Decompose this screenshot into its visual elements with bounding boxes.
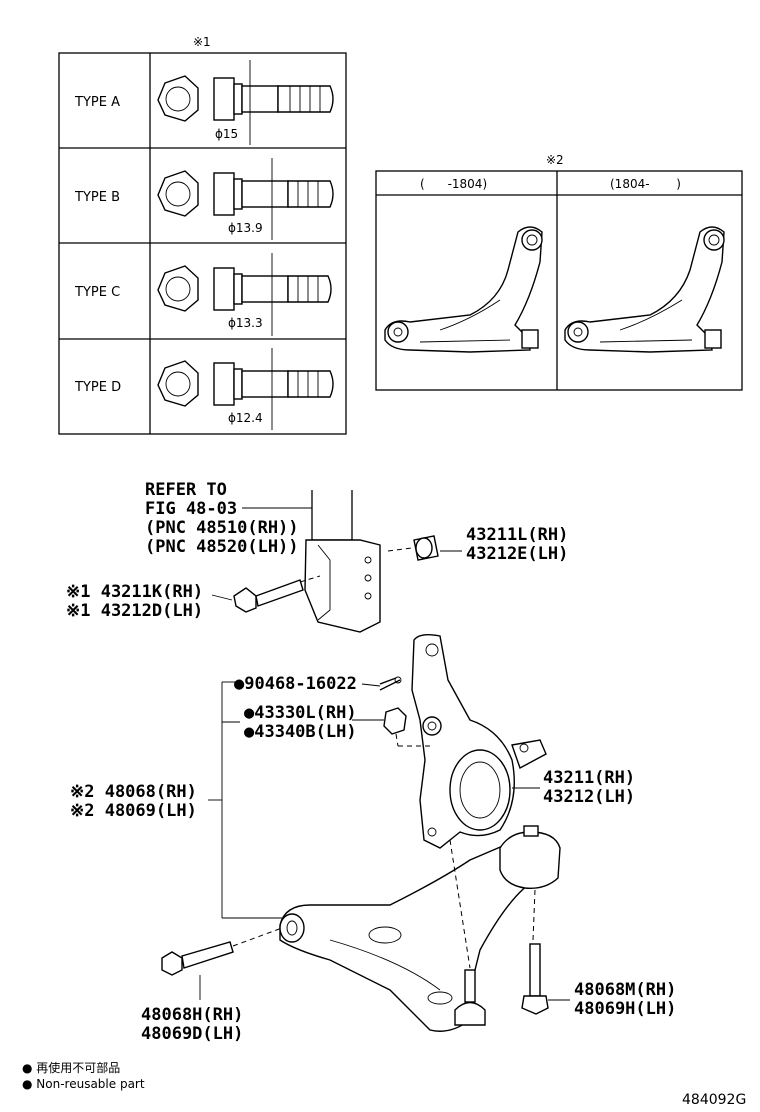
legend-non-reusable: ● Non-reusable part xyxy=(22,1077,145,1091)
vertical-bolt-drawing xyxy=(521,943,549,1015)
bolt-type-b-drawing xyxy=(157,158,334,240)
bolt-type-table xyxy=(58,52,347,435)
type-b-label: TYPE B xyxy=(74,190,120,205)
bolt-type-d-drawing xyxy=(157,348,334,430)
strut-drawing xyxy=(304,490,381,633)
version-late-label: (1804- ) xyxy=(610,177,681,191)
type-b-dimension: ϕ13.9 xyxy=(228,221,263,235)
lower-control-arm-drawing xyxy=(279,825,561,1032)
strut-bolt-drawing xyxy=(233,575,321,613)
pivot-bolt-lh-part: 48069D(LH) xyxy=(141,1024,243,1044)
type-a-label: TYPE A xyxy=(74,95,120,110)
cotter-pin-drawing xyxy=(379,676,402,691)
type-c-dimension: ϕ13.3 xyxy=(228,316,263,330)
type-c-label: TYPE C xyxy=(74,285,120,300)
refer-line-2: FIG 48-03 xyxy=(145,499,237,519)
bolt-type-a-drawing xyxy=(157,60,334,145)
version-early-label: ( -1804) xyxy=(420,177,487,191)
bolt-rh-part: ※1 43211K(RH) xyxy=(66,582,203,602)
castle-nut-drawing xyxy=(383,707,430,747)
figure-id: 484092G xyxy=(682,1092,746,1108)
knuckle-rh-part: 43211(RH) xyxy=(543,768,635,788)
vertical-bolt-lh-part: 48069H(LH) xyxy=(574,999,676,1019)
cotter-pin-part: ●90468-16022 xyxy=(234,674,357,694)
bolt-lh-part: ※1 43212D(LH) xyxy=(66,601,203,621)
arm-version-table xyxy=(375,170,743,391)
leader-lines xyxy=(199,507,570,1001)
steering-knuckle-drawing xyxy=(411,633,547,849)
table2-header: ※2 xyxy=(546,153,564,167)
vertical-bolt-rh-part: 48068M(RH) xyxy=(574,980,676,1000)
legend-japanese: ● 再使用不可部品 xyxy=(22,1060,120,1075)
castle-nut-rh-part: ●43330L(RH) xyxy=(244,703,357,723)
type-d-label: TYPE D xyxy=(74,380,121,395)
lower-arm-early-drawing xyxy=(384,226,543,353)
pivot-bolt-drawing xyxy=(161,927,283,976)
arm-lh-part: ※2 48069(LH) xyxy=(70,801,197,821)
pivot-bolt-rh-part: 48068H(RH) xyxy=(141,1005,243,1025)
nut-lh-part: 43212E(LH) xyxy=(466,544,568,564)
type-a-dimension: ϕ15 xyxy=(215,127,238,141)
refer-line-1: REFER TO xyxy=(145,480,227,500)
castle-nut-lh-part: ●43340B(LH) xyxy=(244,722,357,742)
refer-line-3: (PNC 48510(RH)) xyxy=(145,518,299,538)
knuckle-lh-part: 43212(LH) xyxy=(543,787,635,807)
type-d-dimension: ϕ12.4 xyxy=(228,411,263,425)
table1-header: ※1 xyxy=(193,35,211,49)
arm-rh-part: ※2 48068(RH) xyxy=(70,782,197,802)
lower-arm-late-drawing xyxy=(564,226,725,353)
refer-line-4: (PNC 48520(LH)) xyxy=(145,537,299,557)
nut-rh-part: 43211L(RH) xyxy=(466,525,568,545)
flange-nut-drawing xyxy=(387,535,439,561)
bolt-type-c-drawing xyxy=(157,253,332,336)
